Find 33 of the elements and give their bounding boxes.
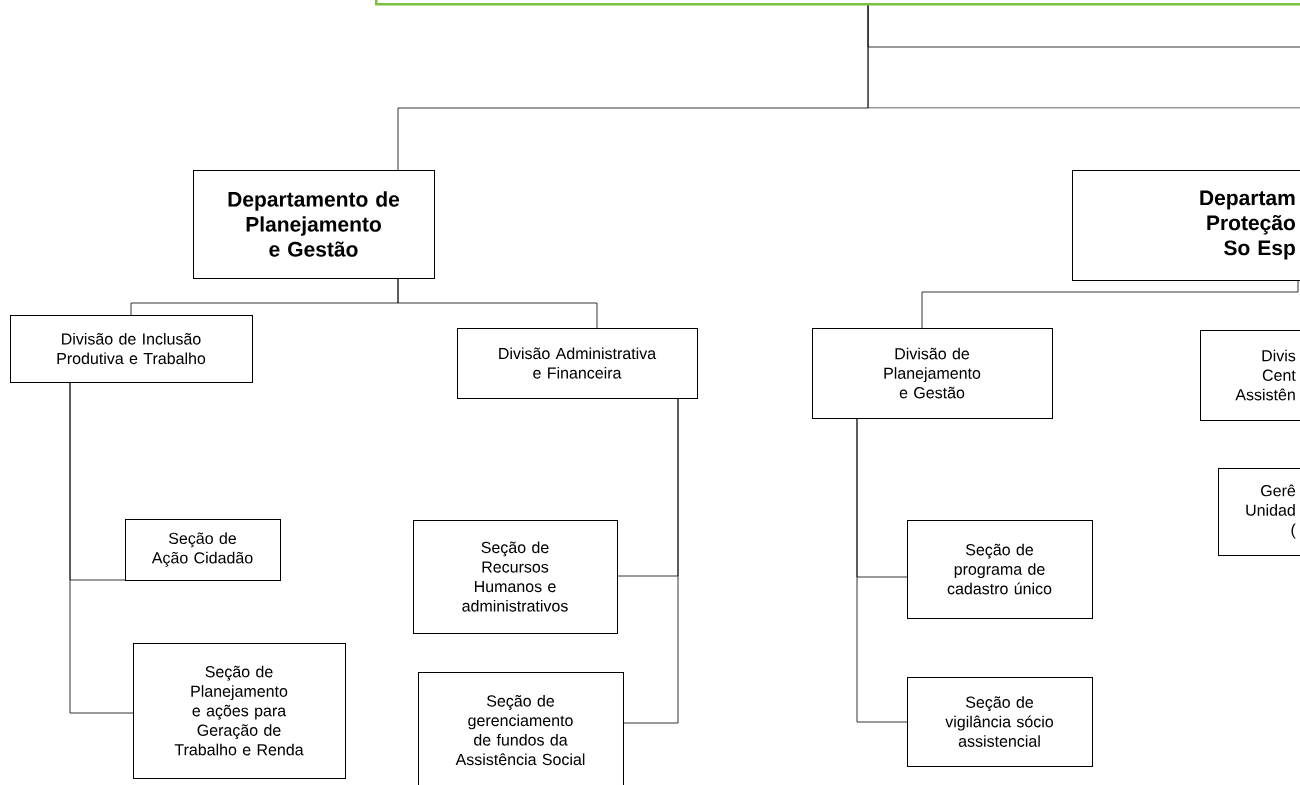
box-label: Seção de Ação Cidadão: [151, 532, 253, 567]
connector-line: [867, 5, 1300, 109]
unit-box: [457, 328, 698, 399]
box-label: Departam Proteção So Esp: [1200, 190, 1295, 260]
box-label: Seção de Planejamento e ações para Geração de Trabalho e Renda: [174, 665, 304, 756]
box-label: Seção de vigilância sócio assistencial: [945, 696, 1054, 747]
connector-line: [856, 418, 908, 723]
box-label: Seção de Recursos Humanos e administrativos: [462, 541, 568, 612]
unit-box: [413, 520, 618, 634]
unit-box: [125, 519, 281, 581]
header-box: [375, 0, 1300, 6]
unit-box: [907, 677, 1093, 767]
box-label: Gerê Unidad (: [1246, 484, 1296, 539]
unit-box: [1200, 330, 1300, 421]
connector-line: [921, 280, 1299, 329]
unit-box: [133, 643, 346, 779]
box-label: Departamento de Planejamento e Gestão: [228, 191, 400, 257]
connector-line: [69, 382, 134, 714]
unit-box: [812, 328, 1053, 419]
box-label: Seção de gerenciamento de fundos da Assistência Social: [455, 694, 585, 766]
box-label: Divisão de Inclusão Produtiva e Trabalho: [57, 332, 206, 365]
department-box: [1072, 170, 1300, 281]
connector-line: [623, 398, 679, 724]
connector-line: [397, 278, 598, 329]
unit-box: [10, 315, 253, 383]
box-label: Seção de programa de cadastro único: [947, 543, 1052, 595]
box-label: Divis Cent Assistên: [1235, 349, 1296, 401]
unit-box: [907, 520, 1093, 619]
box-label: Divisão de Planejamento e Gestão: [884, 347, 981, 399]
unit-box: [1218, 468, 1300, 556]
department-box: [193, 170, 435, 279]
unit-box: [418, 672, 624, 785]
box-label: Divisão Administrativa e Financeira: [499, 347, 657, 379]
